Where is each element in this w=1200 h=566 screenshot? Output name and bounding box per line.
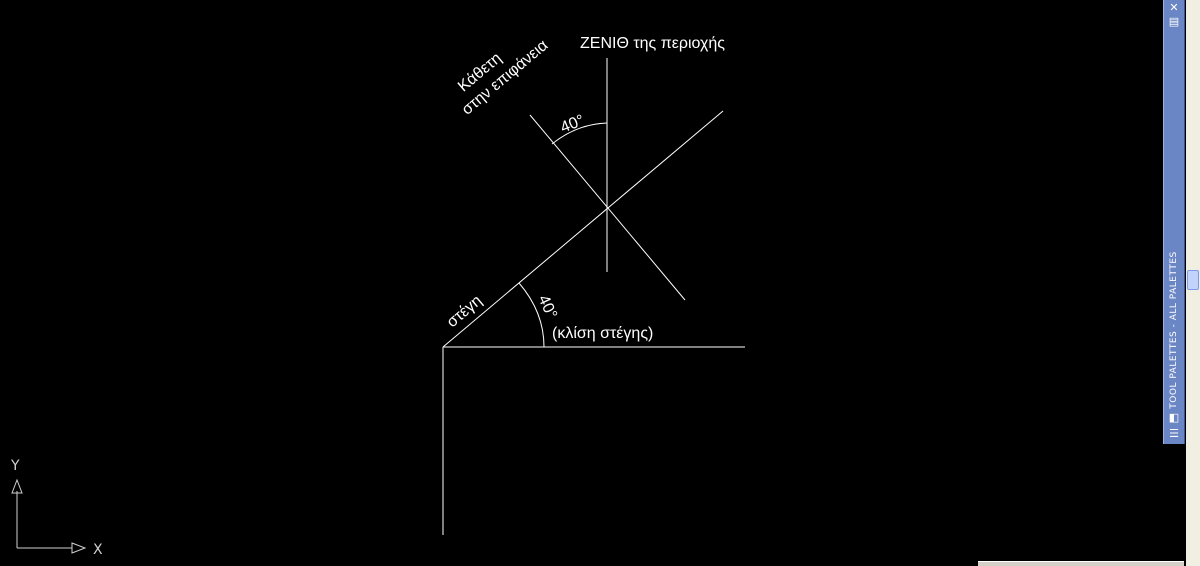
zenith-label: ZENIΘ της περιοχής <box>580 35 725 52</box>
ucs-icon: Y X <box>10 458 103 558</box>
top-angle-arc <box>551 122 608 145</box>
top-angle-label: 40° <box>558 112 587 137</box>
vertical-scrollbar[interactable] <box>1186 0 1200 566</box>
ucs-y-label: Y <box>10 458 20 474</box>
properties-icon[interactable]: ▤ <box>1168 15 1180 28</box>
bottom-angle-label: 40° <box>534 293 560 322</box>
normal-line[interactable] <box>529 114 686 301</box>
roof-label: στέγη <box>444 292 486 331</box>
tool-palette-panel[interactable]: ✕ ▤ TOOL PALETTES - ALL PALETTES ◧ ☰ <box>1163 0 1185 444</box>
close-icon[interactable]: ✕ <box>1169 1 1179 14</box>
tool-palette-title: TOOL PALETTES - ALL PALETTES <box>1164 250 1184 410</box>
tool-palette-title-text: TOOL PALETTES - ALL PALETTES <box>1169 251 1179 409</box>
roof-line[interactable] <box>442 110 724 348</box>
roof-pitch-label: (κλίση στέγης) <box>552 325 653 342</box>
horizontal-scrollbar[interactable] <box>978 561 1184 566</box>
ucs-x-label: X <box>93 542 103 558</box>
palette-menu-icon[interactable]: ☰ <box>1169 427 1179 440</box>
bottom-angle-arc <box>518 282 545 348</box>
vertical-scrollbar-thumb[interactable] <box>1187 270 1199 290</box>
autohide-icon[interactable]: ◧ <box>1168 411 1180 424</box>
